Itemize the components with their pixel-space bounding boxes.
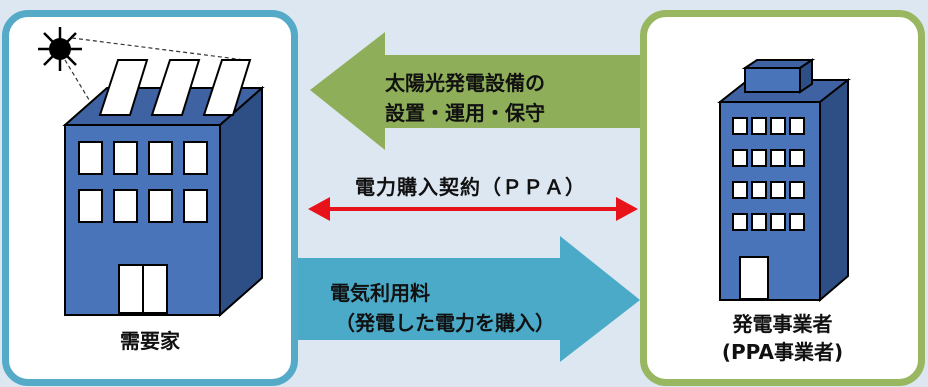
contract-double-arrow bbox=[308, 197, 638, 221]
consumer-building-icon bbox=[62, 59, 265, 318]
service-arrow-label-line1: 太陽光発電設備の bbox=[385, 71, 545, 95]
payment-arrow-label-line1: 電気利用料 bbox=[330, 281, 430, 305]
contract-label: 電力購入契約（ＰＰＡ） bbox=[355, 175, 586, 199]
provider-label-line2: (PPA事業者) bbox=[721, 340, 844, 364]
service-arrow-label-line2: 設置・運用・保守 bbox=[385, 101, 545, 125]
provider-building-icon bbox=[717, 58, 851, 303]
service-arrow bbox=[310, 32, 650, 150]
payment-arrow bbox=[295, 236, 640, 362]
payment-arrow-label-line2: （発電した電力を購入） bbox=[335, 311, 555, 335]
provider-label-line1: 発電事業者 bbox=[732, 312, 833, 336]
sun-icon bbox=[38, 27, 82, 71]
consumer-label: 需要家 bbox=[120, 329, 180, 353]
